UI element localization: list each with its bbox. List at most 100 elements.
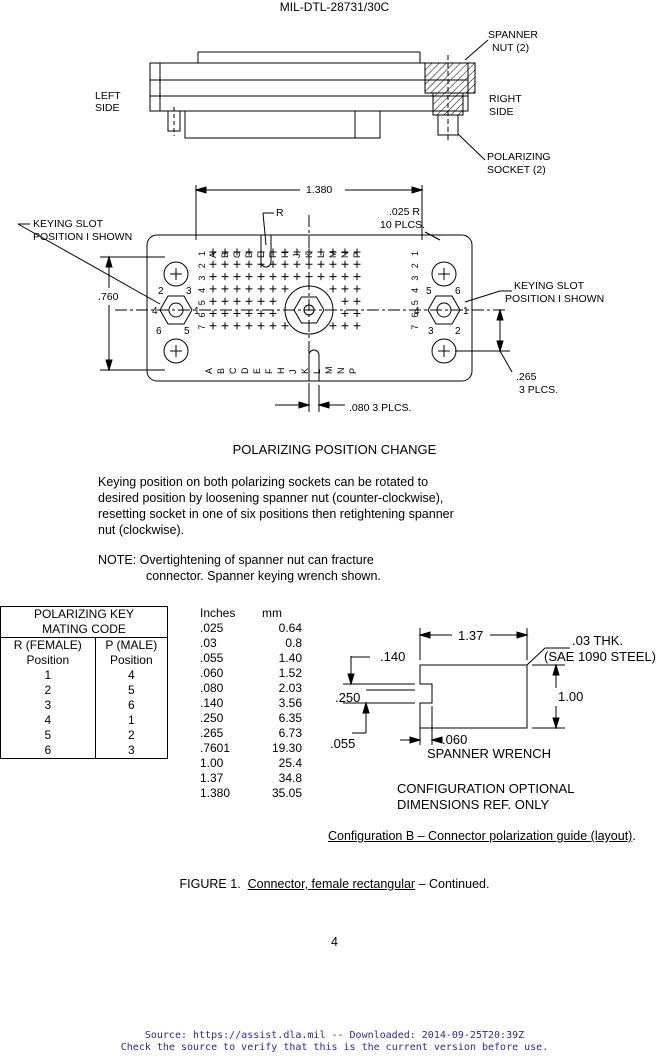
contact-mark	[281, 260, 289, 268]
table-cell: 3	[94, 743, 169, 759]
contact-mark	[221, 273, 229, 281]
col-subheader-female: Position	[0, 653, 96, 668]
contact-mark	[341, 285, 349, 293]
table-cell: 3	[0, 698, 96, 713]
inch-value: .7601	[200, 741, 231, 755]
column-number-right: 3	[410, 276, 420, 281]
contact-mark	[341, 310, 349, 317]
contact-mark	[257, 297, 265, 305]
contact-mark	[353, 322, 361, 330]
inch-value: .060	[200, 666, 224, 680]
contact-mark	[245, 322, 253, 330]
mm-value: 2.03	[278, 681, 302, 695]
thickness-label: .03 THK.	[572, 633, 623, 648]
inch-value: .03	[200, 636, 217, 650]
contact-mark	[341, 248, 349, 256]
spanner-nut-count: NUT (2)	[492, 42, 529, 54]
table-cell: 2	[94, 728, 169, 743]
mm-value: 19.30	[271, 741, 302, 755]
contact-mark	[245, 260, 253, 268]
contact-mark	[233, 310, 241, 317]
column-number-right: 7	[410, 325, 420, 330]
polarizing-key-table: POLARIZING KEY MATING CODE R (FEMALE)P (…	[0, 606, 169, 759]
hex-left-num: 2	[158, 286, 164, 297]
configuration-b-title: Configuration B – Connector polarization…	[328, 829, 633, 843]
header-inches: Inches	[200, 606, 236, 620]
table-cell: 4	[0, 713, 96, 728]
contact-mark	[281, 273, 289, 281]
row-letter-top: N	[340, 252, 350, 259]
keying-slot-right-label-2: POSITION I SHOWN	[505, 293, 604, 305]
column-number-left: 4	[197, 288, 207, 293]
contact-mark	[269, 273, 277, 281]
document-id: MIL-DTL-28731/30C	[279, 0, 390, 14]
inch-value: 1.380	[200, 786, 231, 800]
dim-250: .250	[335, 690, 360, 705]
row-letter-bottom: H	[276, 368, 286, 375]
connector-face-view	[115, 215, 505, 410]
inch-value: .080	[200, 681, 224, 695]
inch-value: 1.37	[200, 771, 224, 785]
contact-mark	[353, 260, 361, 268]
dimensions-ref-label: DIMENSIONS REF. ONLY	[397, 797, 550, 812]
right-side-label-2: SIDE	[489, 106, 514, 118]
contact-mark	[317, 273, 325, 281]
contact-mark	[221, 322, 229, 330]
contact-mark	[209, 248, 217, 256]
column-number-left: 7	[197, 325, 207, 330]
row-letter-top: F	[268, 252, 278, 258]
row-letter-bottom: N	[336, 368, 346, 375]
spanner-wrench-drawing	[343, 628, 570, 745]
contact-mark	[293, 248, 301, 256]
contact-mark	[281, 248, 289, 256]
dim-137: 1.37	[458, 628, 483, 643]
figure-caption: FIGURE 1. Connector, female rectangular …	[0, 877, 669, 891]
right-side-label: RIGHT	[489, 93, 522, 105]
contact-mark	[317, 260, 325, 268]
contact-mark	[353, 285, 361, 293]
mm-value: 34.8	[278, 771, 302, 785]
row-letter-top: H	[280, 252, 290, 259]
row-letter-bottom: C	[228, 367, 238, 374]
row-letter-bottom: F	[264, 368, 274, 374]
col-header-female: R (FEMALE)	[0, 637, 96, 653]
dim-080: .080 3 PLCS.	[349, 402, 411, 414]
mm-value: 25.4	[278, 756, 302, 770]
column-number-left: 3	[197, 276, 207, 281]
row-letter-bottom: L	[312, 369, 322, 374]
row-letter-top: K	[304, 252, 314, 258]
note-line-2: connector. Spanner keying wrench shown.	[146, 569, 381, 583]
dim-265: .265	[516, 371, 537, 383]
figure-prefix: FIGURE 1.	[179, 877, 248, 891]
keying-slot-right-label: KEYING SLOT	[514, 280, 585, 292]
contact-mark	[353, 297, 361, 305]
row-letter-top: P	[352, 252, 362, 258]
contact-mark	[329, 285, 337, 293]
polarizing-description: Keying position on both polarizing socke…	[98, 475, 454, 537]
table-cell: 6	[94, 698, 169, 713]
hex-left-num: 4	[152, 306, 158, 317]
polarizing-title: POLARIZING POSITION CHANGE	[232, 442, 437, 457]
inch-value: .055	[200, 651, 224, 665]
row-letter-top: L	[316, 253, 326, 258]
column-number-left: 5	[197, 300, 207, 305]
contact-mark	[221, 297, 229, 305]
contact-mark	[257, 248, 265, 256]
contact-mark	[293, 273, 301, 281]
hex-right-num: 1	[463, 306, 469, 317]
left-side-label: LEFT	[95, 90, 121, 102]
mm-value: 0.64	[278, 621, 302, 635]
radius-025-label: .025 R	[389, 206, 420, 218]
contact-mark	[269, 260, 277, 268]
inch-value: .250	[200, 711, 224, 725]
column-number-left: 1	[197, 251, 207, 256]
inch-value: .025	[200, 621, 224, 635]
contact-mark	[221, 260, 229, 268]
configuration-b-caption: Configuration B – Connector polarization…	[328, 829, 636, 843]
contact-grid	[209, 248, 361, 330]
polarizing-socket-label: POLARIZING	[487, 151, 551, 163]
contact-mark	[353, 273, 361, 281]
contact-mark	[257, 273, 265, 281]
contact-mark	[257, 285, 265, 293]
